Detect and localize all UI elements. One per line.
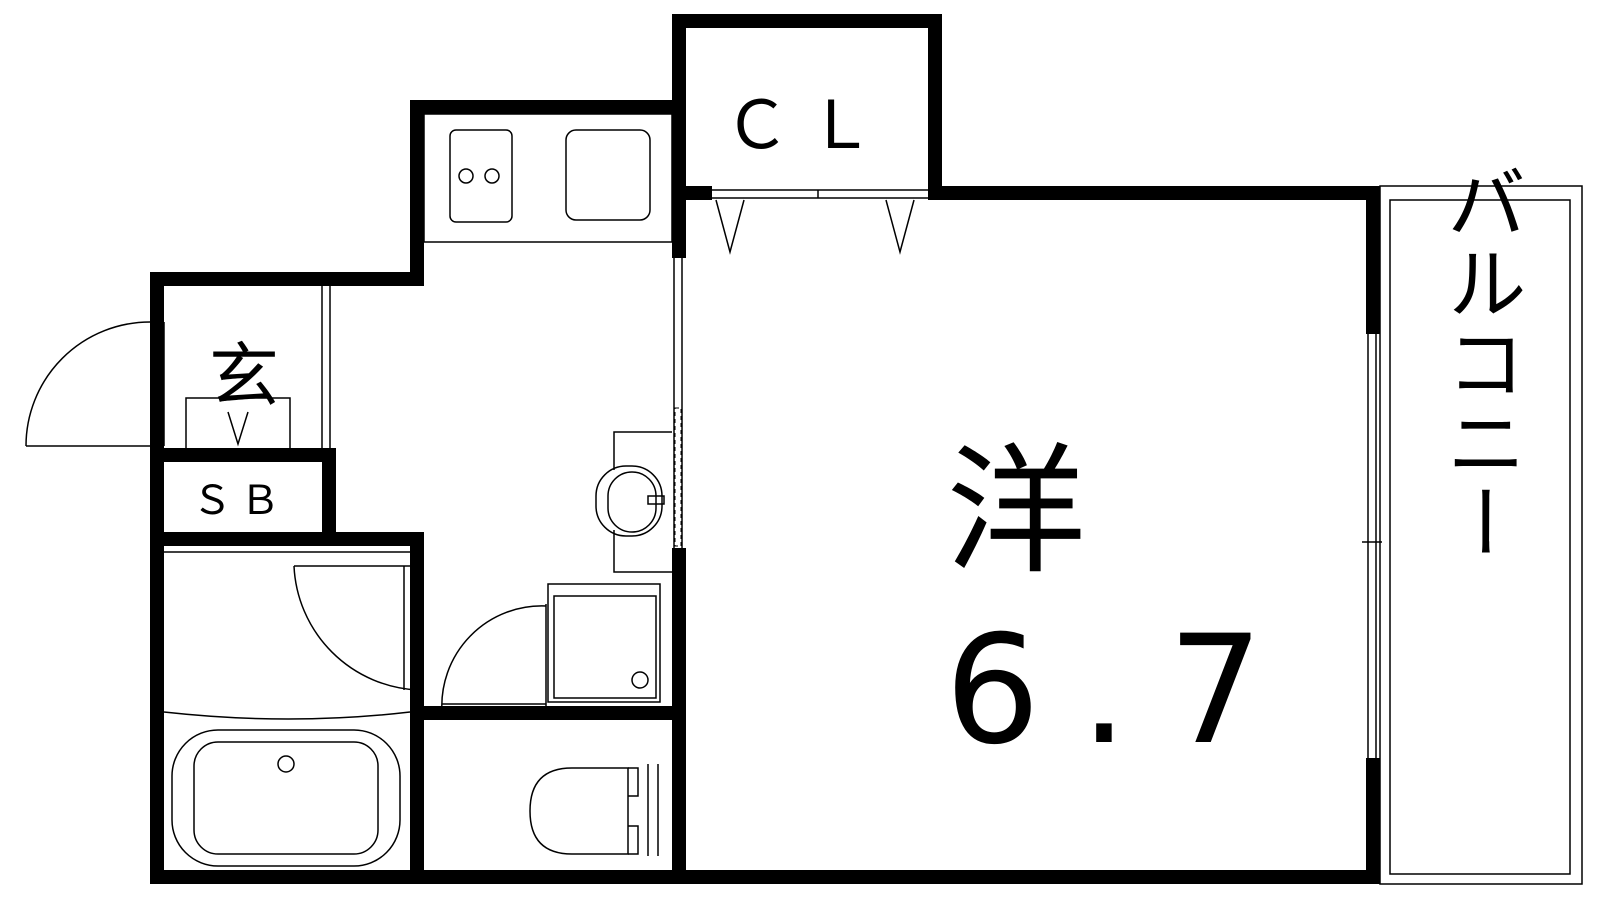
closet-label: ＣＬ <box>724 87 892 164</box>
western-room-label: 洋 <box>946 431 1086 594</box>
fixtures <box>25 113 1583 885</box>
entrance-label: 玄 <box>209 335 279 417</box>
labels: ＣＬ 玄 ＳＢ 洋 6.7 バルコニー <box>192 87 1527 778</box>
shoe-box-label: ＳＢ <box>192 478 288 524</box>
balcony-label: バルコニー <box>1434 162 1527 562</box>
room-size-label: 6.7 <box>945 604 1304 778</box>
walls <box>150 14 1380 884</box>
